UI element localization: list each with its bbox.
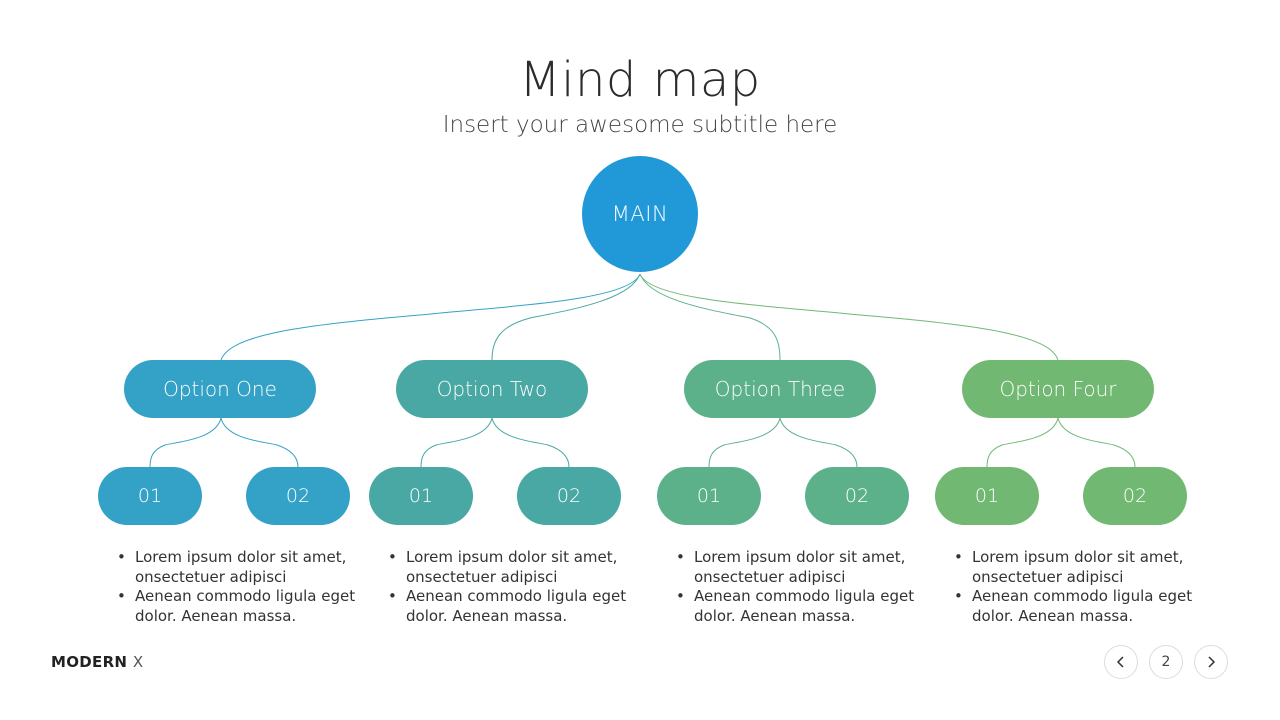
connector-option-one-01 — [149, 417, 222, 468]
bullet-item: Lorem ipsum dolor sit amet, onsectetuer … — [954, 548, 1194, 587]
bullet-item: Aenean commodo ligula eget dolor. Aenean… — [117, 587, 357, 626]
slide-subtitle: Insert your awesome subtitle here — [442, 112, 838, 138]
page-number: 2 — [1149, 645, 1183, 679]
chevron-right-icon — [1208, 656, 1216, 668]
option-three-sub-01[interactable]: 01 — [657, 467, 761, 525]
prev-slide-button[interactable] — [1104, 645, 1138, 679]
option-one-sub-01[interactable]: 01 — [98, 467, 202, 525]
next-slide-button[interactable] — [1194, 645, 1228, 679]
option-one-label: Option One — [163, 377, 277, 401]
brand-suffix: X — [132, 653, 144, 671]
connector-main-option-three — [639, 273, 781, 361]
connector-main-option-two — [491, 273, 641, 361]
chevron-left-icon — [1116, 656, 1124, 668]
bullet-item: Lorem ipsum dolor sit amet, onsectetuer … — [676, 548, 916, 587]
option-four-label: Option Four — [999, 377, 1117, 401]
bullet-item: Lorem ipsum dolor sit amet, onsectetuer … — [388, 548, 628, 587]
option-one-bullets: Lorem ipsum dolor sit amet, onsectetuer … — [117, 548, 357, 626]
option-two-sub-02[interactable]: 02 — [517, 467, 621, 525]
page-number-label: 2 — [1161, 654, 1171, 670]
connector-option-two-01 — [420, 417, 493, 468]
connector-option-three-02 — [779, 417, 858, 468]
main-node-label: MAIN — [611, 202, 669, 226]
option-three-sub-01-label: 01 — [696, 485, 722, 507]
option-two-node[interactable]: Option Two — [396, 360, 588, 418]
connector-main-option-four — [639, 273, 1059, 361]
connector-option-one-02 — [220, 417, 299, 468]
connector-option-four-01 — [986, 417, 1059, 468]
connector-option-three-01 — [708, 417, 781, 468]
slide-title: Mind map — [519, 52, 761, 108]
option-four-sub-01[interactable]: 01 — [935, 467, 1039, 525]
option-two-label: Option Two — [436, 377, 548, 401]
option-two-bullets: Lorem ipsum dolor sit amet, onsectetuer … — [388, 548, 628, 626]
main-node[interactable]: MAIN — [582, 156, 698, 272]
option-four-sub-02[interactable]: 02 — [1083, 467, 1187, 525]
option-two-sub-02-label: 02 — [556, 485, 582, 507]
bullet-item: Lorem ipsum dolor sit amet, onsectetuer … — [117, 548, 357, 587]
connector-option-two-02 — [491, 417, 570, 468]
option-four-sub-01-label: 01 — [974, 485, 1000, 507]
option-one-sub-02[interactable]: 02 — [246, 467, 350, 525]
option-four-sub-02-label: 02 — [1122, 485, 1148, 507]
connector-option-four-02 — [1057, 417, 1136, 468]
option-three-sub-02[interactable]: 02 — [805, 467, 909, 525]
option-three-label: Option Three — [714, 377, 846, 401]
option-four-bullets: Lorem ipsum dolor sit amet, onsectetuer … — [954, 548, 1194, 626]
option-two-sub-01[interactable]: 01 — [369, 467, 473, 525]
option-one-sub-02-label: 02 — [285, 485, 311, 507]
option-four-node[interactable]: Option Four — [962, 360, 1154, 418]
bullet-item: Aenean commodo ligula eget dolor. Aenean… — [676, 587, 916, 626]
option-three-bullets: Lorem ipsum dolor sit amet, onsectetuer … — [676, 548, 916, 626]
bullet-item: Aenean commodo ligula eget dolor. Aenean… — [954, 587, 1194, 626]
connector-main-option-one — [220, 273, 641, 361]
brand-logo: MODERN X — [51, 653, 143, 671]
option-two-sub-01-label: 01 — [408, 485, 434, 507]
option-one-sub-01-label: 01 — [137, 485, 163, 507]
option-one-node[interactable]: Option One — [124, 360, 316, 418]
option-three-node[interactable]: Option Three — [684, 360, 876, 418]
option-three-sub-02-label: 02 — [844, 485, 870, 507]
brand-name: MODERN — [51, 653, 128, 671]
bullet-item: Aenean commodo ligula eget dolor. Aenean… — [388, 587, 628, 626]
